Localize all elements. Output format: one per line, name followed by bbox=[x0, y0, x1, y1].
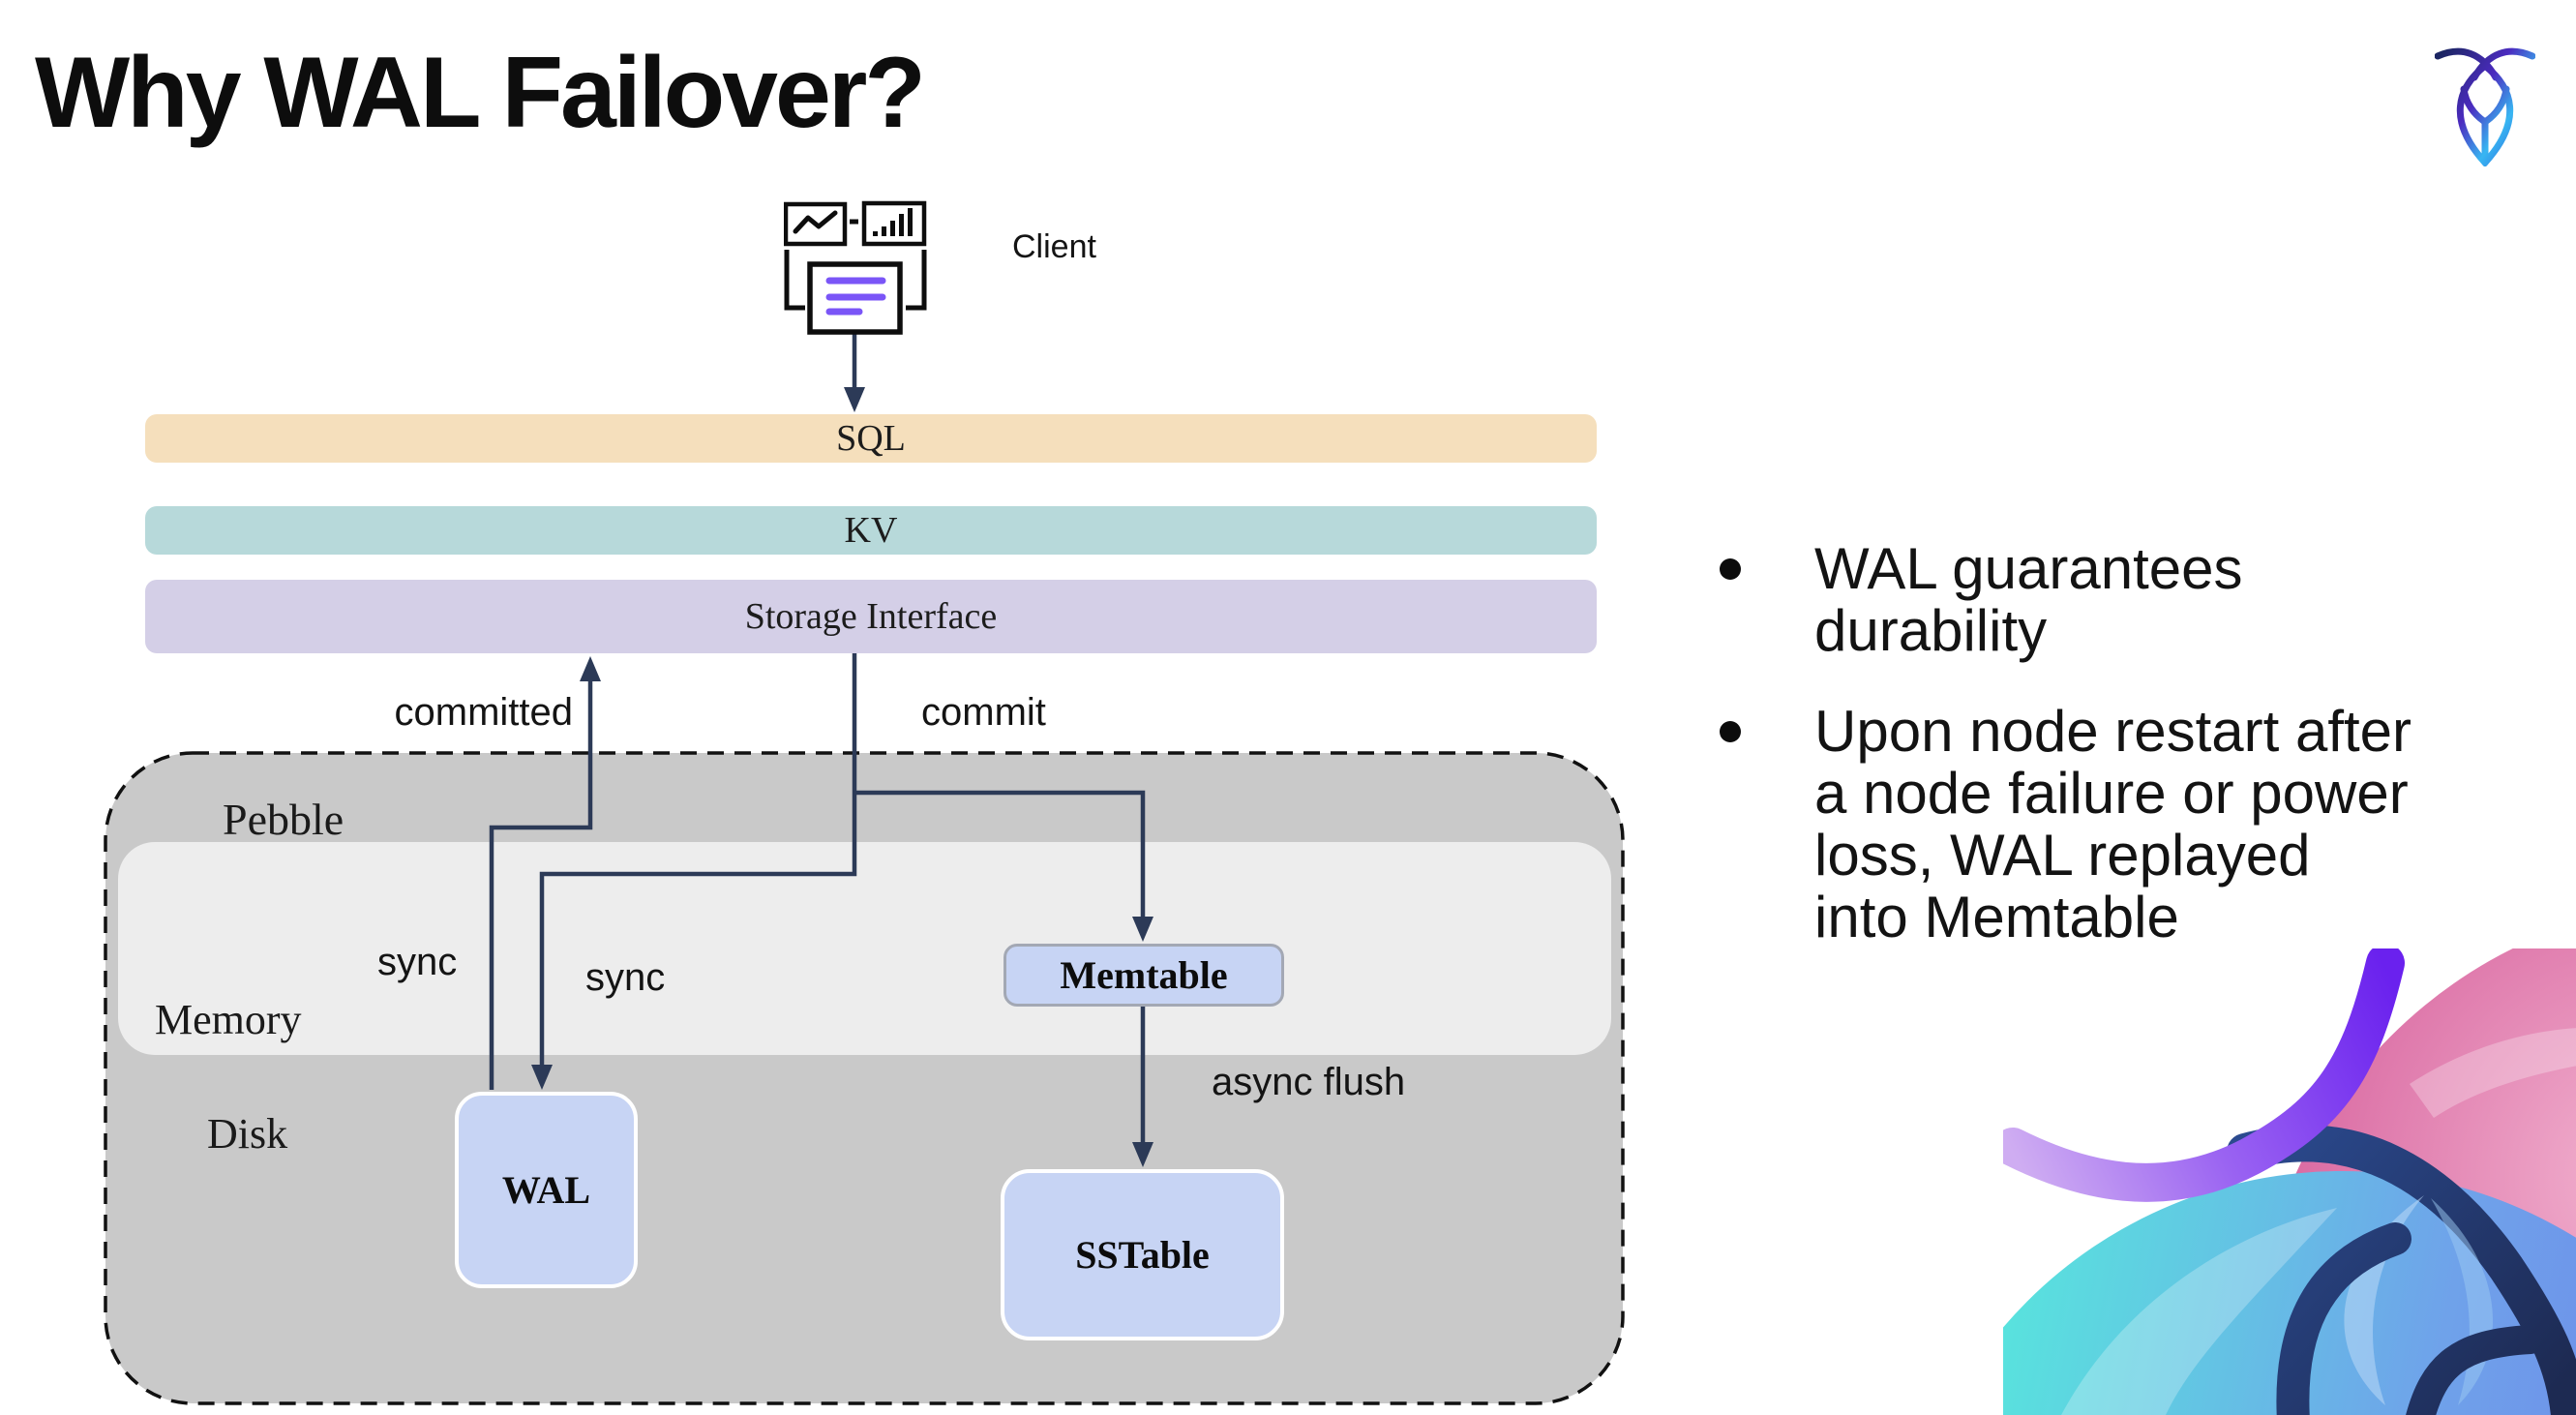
navy-arc bbox=[2227, 1125, 2576, 1415]
purple-antenna-arc bbox=[2003, 948, 2405, 1202]
sync-right-label: sync bbox=[585, 956, 666, 999]
arrow-commit-to-memtable bbox=[854, 790, 1146, 918]
brand-sphere-graphic bbox=[2003, 948, 2576, 1415]
memory-label: Memory bbox=[155, 996, 302, 1043]
teal-sphere-highlight bbox=[2061, 1208, 2337, 1415]
logo-branch-left bbox=[2460, 85, 2489, 126]
leaf-shape bbox=[2344, 1195, 2424, 1405]
bullet-item: Upon node restart after a node failure o… bbox=[1718, 701, 2414, 948]
arrow-commit-to-wal bbox=[539, 651, 857, 1067]
document-icon bbox=[784, 250, 927, 335]
sync-left-label: sync bbox=[377, 941, 458, 983]
navy-body-stroke bbox=[2276, 1222, 2411, 1415]
cockroachdb-logo-icon bbox=[2435, 47, 2535, 166]
client-label: Client bbox=[1012, 228, 1096, 265]
memory-band bbox=[118, 842, 1611, 1055]
page-title: Why WAL Failover? bbox=[35, 37, 926, 149]
arrowhead-committed bbox=[580, 656, 601, 681]
disk-label: Disk bbox=[207, 1110, 288, 1158]
layer-kv: KV bbox=[145, 506, 1597, 555]
bullet-list: WAL guarantees durability Upon node rest… bbox=[1718, 538, 2414, 948]
commit-label: commit bbox=[921, 691, 1046, 734]
pink-sphere-highlight bbox=[2410, 1028, 2576, 1118]
line-chart-icon bbox=[784, 201, 848, 247]
bar-chart-icon bbox=[861, 200, 927, 247]
pebble-label: Pebble bbox=[223, 795, 344, 844]
wal-node: WAL bbox=[455, 1092, 638, 1288]
arrowhead-sstable bbox=[1132, 1142, 1153, 1167]
arrow-wal-committed bbox=[489, 681, 593, 1090]
memtable-node: Memtable bbox=[1003, 944, 1284, 1007]
arrowhead-memtable bbox=[1132, 917, 1153, 942]
client-icon bbox=[784, 200, 927, 335]
async-flush-label: async flush bbox=[1212, 1061, 1406, 1103]
arrowhead-sync-wal bbox=[531, 1065, 553, 1090]
layer-storage-interface: Storage Interface bbox=[145, 580, 1597, 653]
sstable-node: SSTable bbox=[1001, 1169, 1284, 1340]
navy-body-stroke bbox=[2406, 1325, 2545, 1415]
arrowhead-client bbox=[844, 387, 865, 412]
bullet-item: WAL guarantees durability bbox=[1718, 538, 2414, 662]
committed-label: committed bbox=[394, 691, 574, 734]
logo-branch-right bbox=[2481, 85, 2510, 126]
teal-sphere bbox=[2003, 1171, 2576, 1415]
layer-sql: SQL bbox=[145, 414, 1597, 463]
